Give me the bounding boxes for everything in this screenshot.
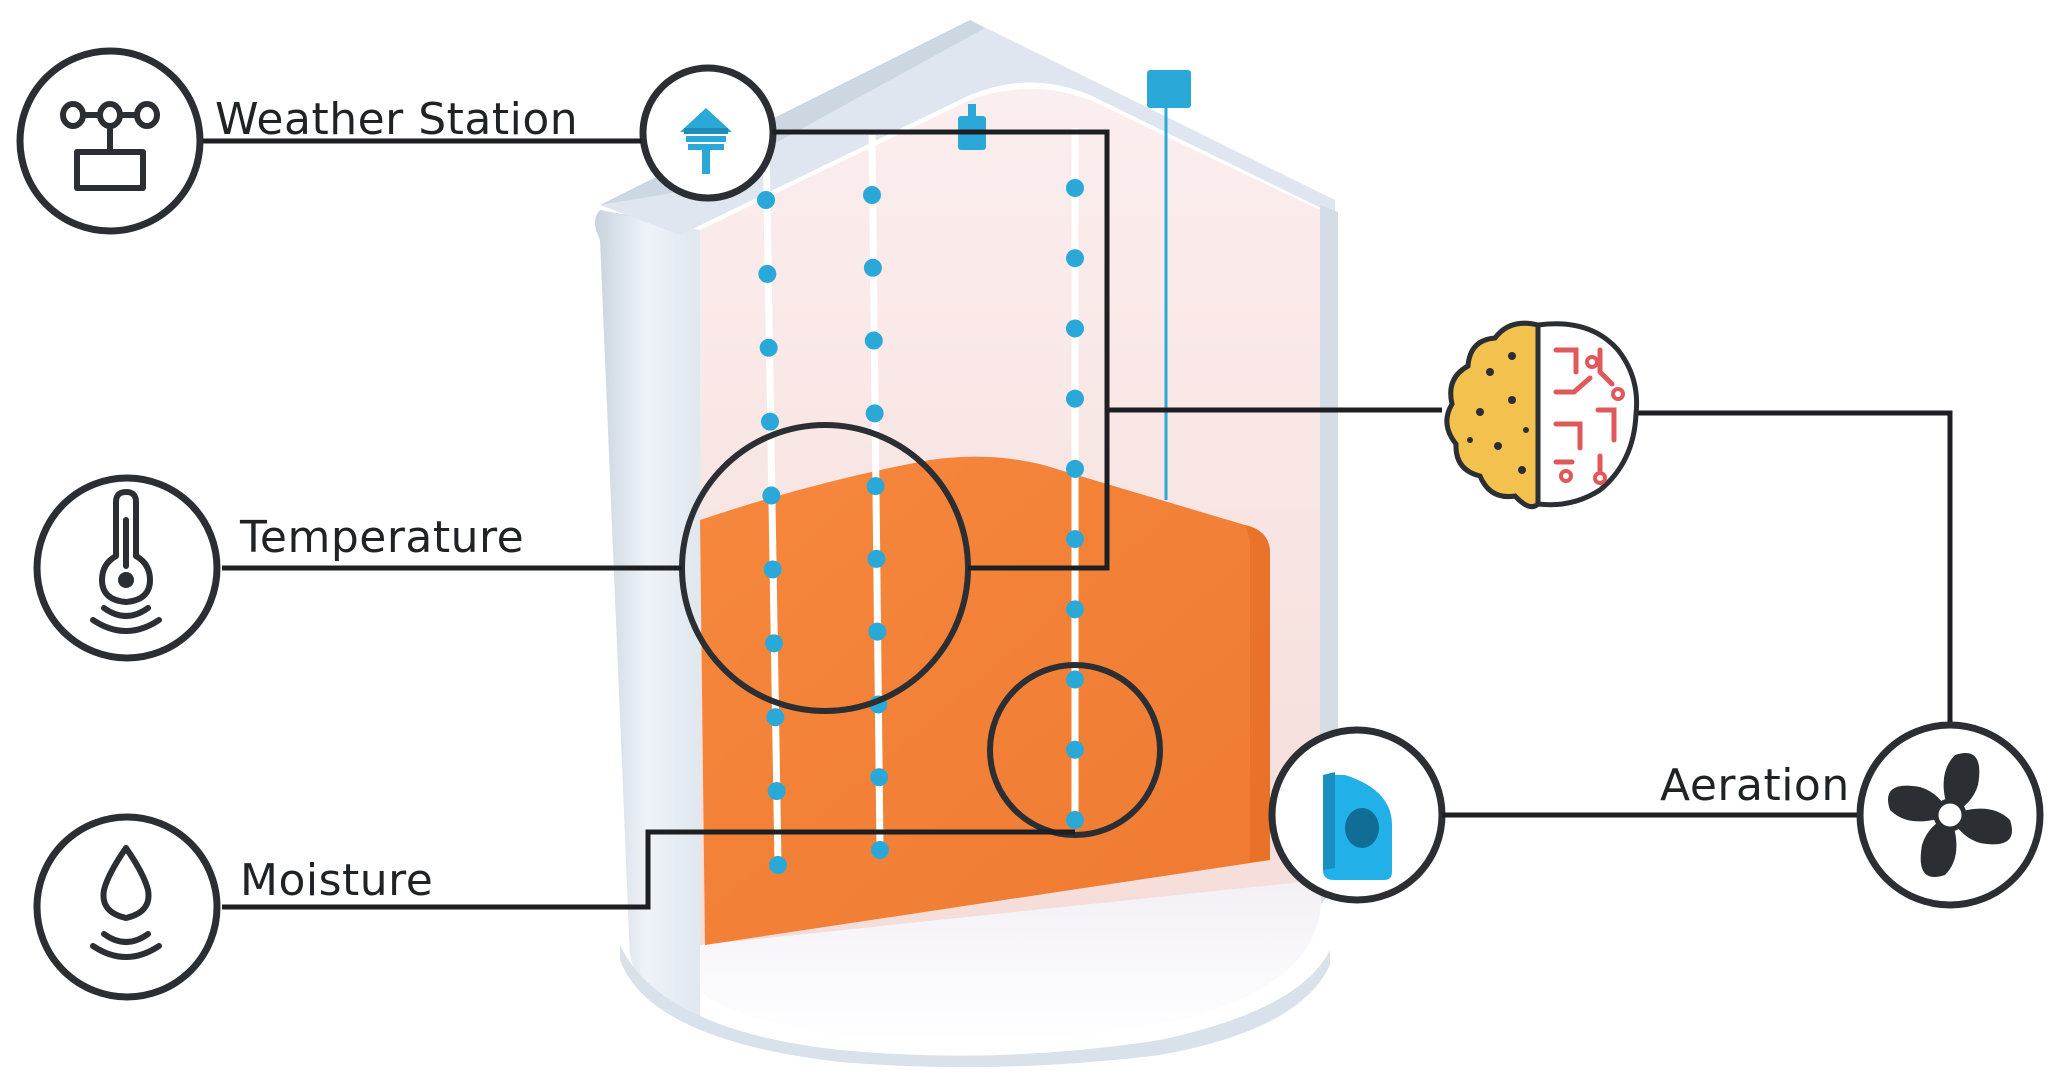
- wire-temperature-to-controller: [968, 410, 1110, 571]
- sensor-node: [762, 486, 781, 505]
- sensor-node: [759, 338, 778, 357]
- sensor-node: [763, 560, 782, 579]
- connector-wires: [202, 129, 1953, 910]
- sensor-node: [871, 841, 889, 859]
- brain-circuit-icon: [1444, 320, 1640, 510]
- aeration-label: Aeration: [1660, 760, 1850, 811]
- sensor-node: [1066, 740, 1084, 759]
- level-sensor: [1147, 70, 1191, 500]
- sensor-node: [767, 782, 786, 801]
- sensor-node: [758, 264, 777, 283]
- sensor-node: [866, 477, 885, 496]
- silo-roof: [600, 20, 1335, 235]
- sensor-node: [1066, 179, 1084, 197]
- sensor-node: [863, 258, 882, 277]
- sensor-node: [1066, 459, 1084, 478]
- sensor-node: [1066, 530, 1084, 549]
- sensor-node: [867, 549, 886, 568]
- water-drop-icon: [90, 845, 162, 960]
- fan-icon: [1888, 753, 2012, 877]
- moisture-label: Moisture: [240, 855, 434, 906]
- grain-pile: [700, 456, 1270, 945]
- wire-controller-to-fan: [1633, 410, 1953, 722]
- sensor-node: [863, 186, 881, 204]
- sensor-node: [1066, 600, 1084, 619]
- temperature-icon: [33, 474, 221, 662]
- aeration-icon: [1856, 721, 2044, 909]
- weather-sensor-device: [680, 108, 732, 174]
- silo-floor: [700, 880, 1322, 1043]
- sensor-node: [766, 708, 785, 727]
- sensor-node: [1066, 389, 1084, 408]
- sensor-node: [761, 412, 779, 431]
- moisture-sensor-highlight: [987, 662, 1163, 838]
- aeration-inlet: [1323, 772, 1392, 880]
- wire-moisture-to-sensor: [222, 829, 1075, 910]
- sensor-node: [1066, 670, 1084, 689]
- weather-station-label: Weather Station: [215, 94, 579, 145]
- weather-station-icon: [16, 47, 204, 235]
- sensor-node: [868, 622, 887, 641]
- sensor-node: [1066, 319, 1084, 338]
- controller-brain: [1444, 320, 1640, 510]
- sensor-node: [757, 191, 775, 209]
- sensor-node: [765, 634, 783, 653]
- sensor-cables: [757, 128, 1084, 874]
- sensor-node: [864, 331, 883, 350]
- sensor-node: [769, 856, 787, 874]
- moisture-icon: [33, 813, 221, 1001]
- wire-weather-to-controller: [772, 129, 1442, 413]
- sensor-node: [865, 404, 884, 423]
- anemometer-icon: [60, 101, 160, 191]
- sensor-node: [1066, 249, 1084, 268]
- sensor-node: [1066, 811, 1084, 829]
- temperature-label: Temperature: [240, 512, 525, 563]
- sensor-node: [870, 768, 889, 787]
- thermometer-icon: [90, 489, 162, 634]
